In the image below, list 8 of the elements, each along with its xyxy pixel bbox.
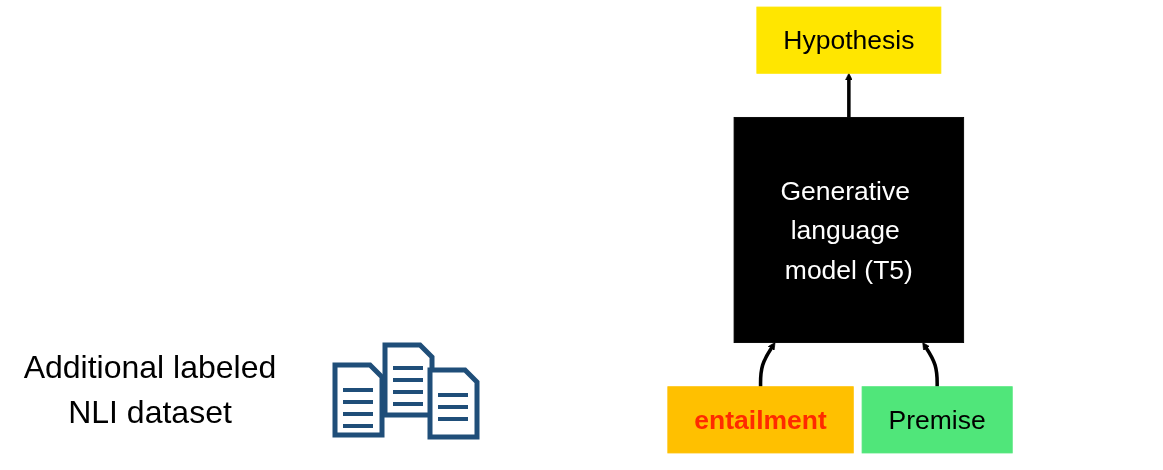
- node-box: entailment: [667, 386, 854, 454]
- arrow: [922, 342, 939, 387]
- dataset-label: Additional labeled NLI dataset: [22, 348, 278, 432]
- arrow: [758, 342, 776, 387]
- node-box: Hypothesis: [756, 6, 942, 74]
- node-box: Premise: [861, 386, 1013, 454]
- node-box: Generative language model (T5): [733, 117, 965, 343]
- arrow: [844, 72, 853, 118]
